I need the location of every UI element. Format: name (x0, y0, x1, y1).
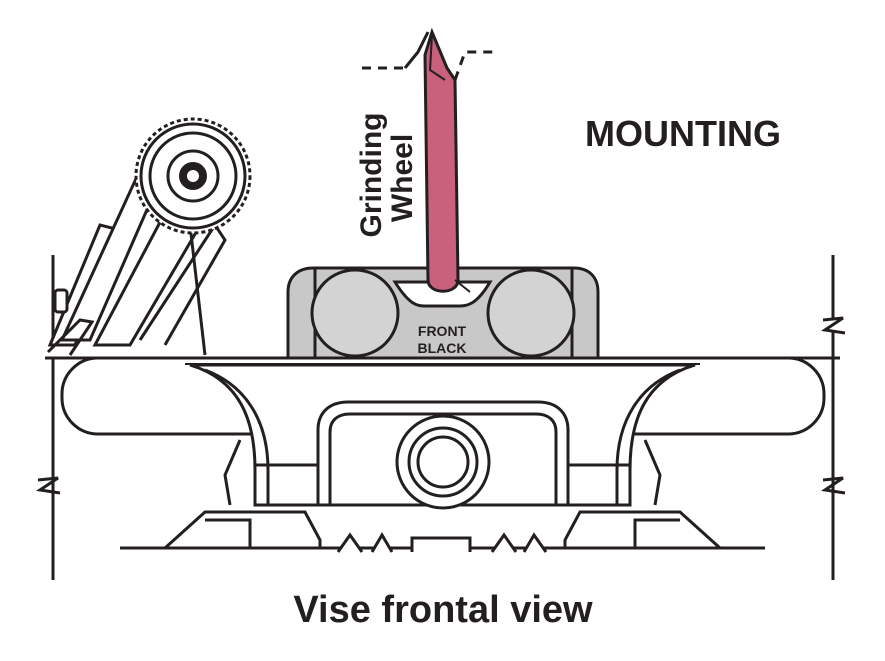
vise-base (120, 439, 765, 553)
roller-left (310, 268, 400, 358)
grinding-wheel (362, 27, 495, 293)
svg-text:Grinding: Grinding (355, 113, 388, 238)
knurled-knob (134, 117, 252, 235)
black-label: BLACK (418, 340, 467, 356)
svg-text:Wheel: Wheel (386, 134, 419, 222)
caption: Vise frontal view (293, 589, 593, 631)
rollers (310, 268, 576, 358)
vise-body (189, 363, 696, 510)
front-label: FRONT (418, 323, 467, 339)
grinding-wheel-label: Grinding Wheel (355, 113, 419, 238)
mounting-label: MOUNTING (585, 113, 781, 154)
frame-lines (35, 255, 846, 580)
roller-right (486, 268, 576, 358)
